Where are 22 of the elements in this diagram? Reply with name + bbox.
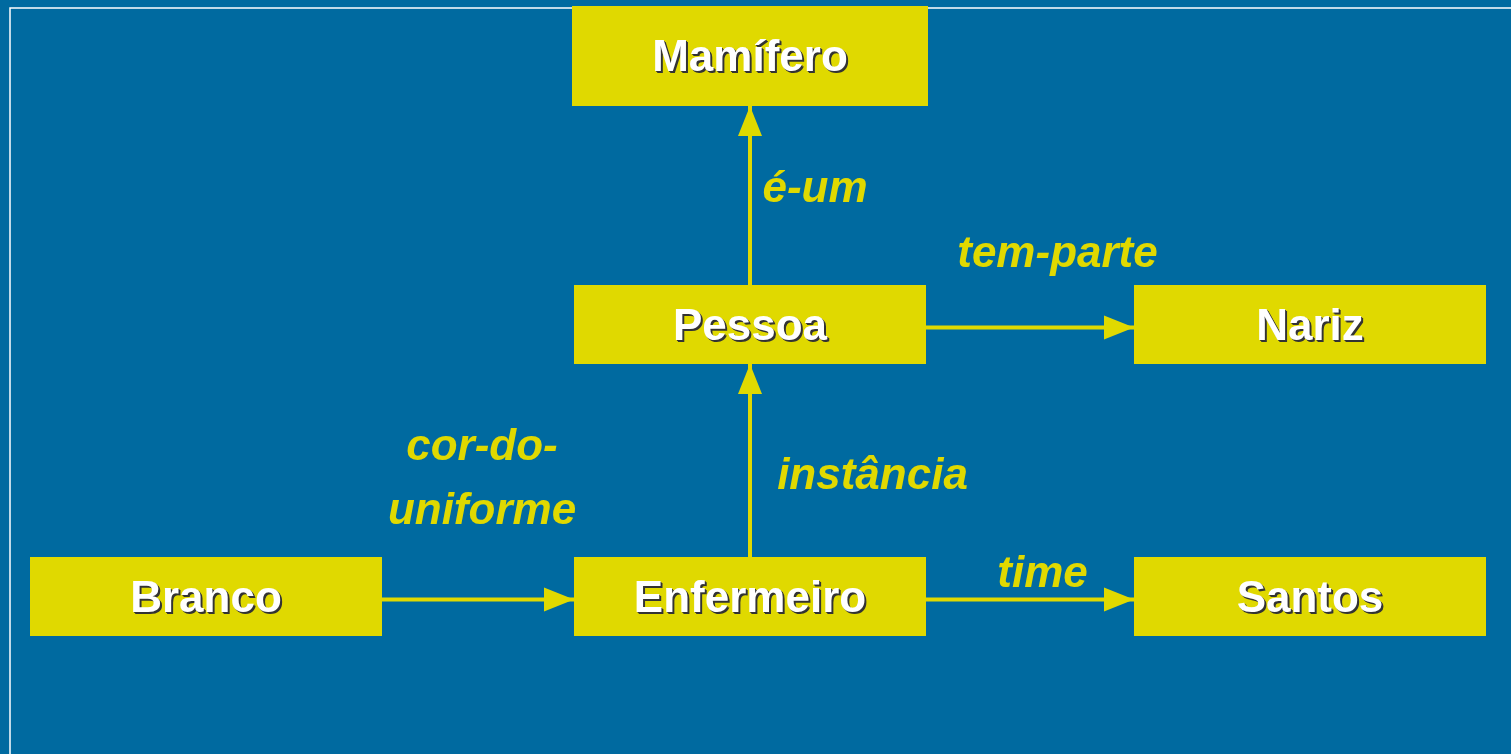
arrow [926, 587, 1134, 612]
concept-box [572, 6, 928, 106]
concept-box [30, 557, 382, 636]
edge-label: é-um [761, 161, 869, 213]
concept-box [1134, 285, 1486, 364]
concept-name: Branco [130, 571, 282, 622]
arrow [738, 364, 762, 557]
arrow [738, 106, 762, 285]
concept-name: Mamífero [652, 31, 848, 81]
concept-box [1134, 557, 1486, 636]
concept-box [574, 557, 926, 636]
edge-label: tem-parte [956, 226, 1159, 278]
concept-name: Enfermeiro [633, 571, 867, 622]
arrow [382, 587, 574, 612]
arrow [926, 315, 1134, 340]
edge-label: cor-do-uniforme [386, 419, 578, 535]
concept-name: Santos [1236, 571, 1384, 622]
edge-label: time [996, 546, 1089, 598]
concept-box [574, 285, 926, 364]
edge-label: instância [776, 448, 969, 500]
concept-name: Pessoa [672, 299, 828, 350]
concept-name: Nariz [1256, 299, 1364, 350]
